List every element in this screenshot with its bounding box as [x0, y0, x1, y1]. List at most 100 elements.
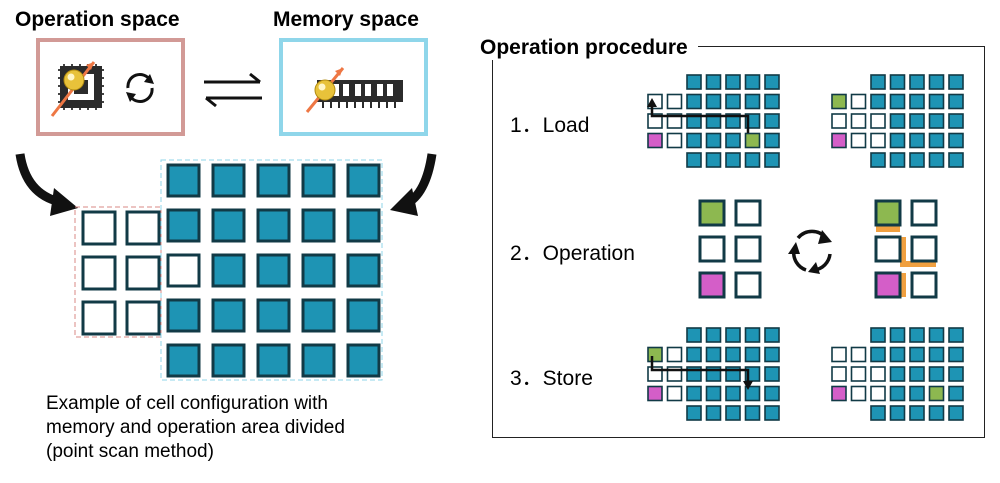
memory-cell — [909, 152, 925, 168]
memory-cell — [764, 405, 780, 421]
caption-line-3: (point scan method) — [46, 441, 214, 462]
operation-cell — [850, 93, 867, 110]
memory-cell — [725, 93, 741, 110]
memory-cell — [744, 152, 761, 168]
memory-cell — [909, 327, 925, 343]
memory-cell — [211, 253, 246, 288]
memory-cell — [870, 327, 886, 343]
memory-cell — [948, 405, 964, 421]
memory-space-box — [279, 38, 428, 136]
memory-cell — [909, 405, 925, 421]
operation-cell — [874, 235, 902, 263]
operation-cell — [647, 113, 663, 129]
memory-cell — [909, 93, 925, 110]
memory-cell — [256, 253, 291, 288]
memory-cell — [909, 74, 925, 90]
operation-cell — [874, 271, 902, 299]
memory-cell — [870, 385, 886, 402]
operation-cell — [125, 300, 161, 336]
memory-cell — [725, 74, 741, 90]
operation-cell — [850, 113, 867, 129]
memory-cell — [889, 93, 906, 110]
memory-cell — [744, 385, 761, 402]
cycle-arrows-icon — [788, 229, 832, 274]
memory-cell — [744, 346, 761, 363]
memory-cell — [948, 346, 964, 363]
memory-cell — [705, 385, 722, 402]
memory-cell — [725, 405, 741, 421]
memory-cell — [705, 132, 722, 149]
curved-arrow-icon — [15, 153, 78, 216]
memory-cell — [764, 93, 780, 110]
memory-cell — [744, 327, 761, 343]
memory-cell — [686, 346, 702, 363]
memory-cell — [705, 93, 722, 110]
operation-cell — [647, 385, 663, 402]
procedure-frame — [492, 46, 985, 438]
memory-cell — [889, 346, 906, 363]
memory-cell — [948, 385, 964, 402]
memory-cell — [166, 208, 201, 243]
memory-cell — [948, 132, 964, 149]
cell-configuration-grid — [74, 159, 383, 381]
memory-cell — [764, 74, 780, 90]
memory-cell — [870, 132, 886, 149]
swap-arrows-icon — [204, 72, 262, 108]
memory-cell — [764, 132, 780, 149]
memory-cell — [889, 113, 906, 129]
memory-cell — [211, 208, 246, 243]
memory-cell — [909, 366, 925, 382]
operation-cell — [666, 346, 683, 363]
memory-cell — [889, 74, 906, 90]
memory-cell — [889, 152, 906, 168]
operation-cell — [81, 255, 117, 291]
memory-cell — [889, 385, 906, 402]
memory-space-title: Memory space — [273, 8, 419, 31]
memory-cell — [346, 298, 381, 333]
operation-cell — [831, 93, 847, 110]
memory-cell — [256, 163, 291, 198]
operation-cell — [666, 113, 683, 129]
memory-cell — [346, 343, 381, 378]
memory-cell — [211, 163, 246, 198]
memory-cell — [870, 405, 886, 421]
step-label-operation: 2．Operation — [510, 242, 635, 265]
memory-cell — [764, 327, 780, 343]
memory-module-icon — [305, 67, 403, 113]
memory-cell — [211, 298, 246, 333]
memory-cell — [928, 132, 945, 149]
operation-cell — [831, 346, 847, 363]
operation-cell — [850, 132, 867, 149]
memory-cell — [948, 366, 964, 382]
memory-cell — [928, 366, 945, 382]
memory-cell — [705, 113, 722, 129]
operation-cell — [81, 210, 117, 246]
memory-cell — [705, 152, 722, 168]
memory-cell — [686, 93, 702, 110]
memory-cell — [686, 132, 702, 149]
memory-cell — [889, 132, 906, 149]
curved-arrow-icon — [390, 153, 437, 216]
operation-cell — [910, 271, 938, 299]
operation-cell — [647, 132, 663, 149]
memory-cell — [928, 74, 945, 90]
interaction-bar — [900, 273, 906, 297]
memory-cell — [705, 74, 722, 90]
memory-cell — [744, 93, 761, 110]
memory-cell — [948, 152, 964, 168]
memory-cell — [256, 343, 291, 378]
operation-cell — [666, 93, 683, 110]
operation-space-title: Operation space — [15, 8, 180, 31]
memory-cell — [705, 405, 722, 421]
memory-cell — [909, 113, 925, 129]
cycle-arrows-icon — [126, 73, 154, 103]
operation-cell — [831, 366, 847, 382]
memory-cell — [211, 343, 246, 378]
memory-cell — [256, 298, 291, 333]
caption-line-1: Example of cell configuration with — [46, 393, 328, 414]
memory-cell — [948, 93, 964, 110]
memory-cell — [301, 253, 336, 288]
operation-cell — [850, 346, 867, 363]
operation-cell — [734, 235, 762, 263]
